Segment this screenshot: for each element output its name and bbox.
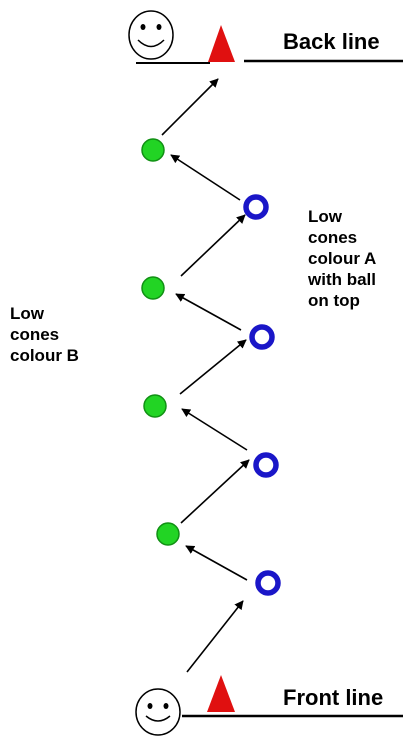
route-arrow: [186, 600, 244, 673]
colour-a-label-line: on top: [308, 291, 360, 310]
route-arrows: [161, 78, 250, 673]
route-arrow: [161, 78, 219, 136]
colour-a-label-line: colour A: [308, 249, 377, 268]
marker-cone-back: [208, 25, 235, 62]
route-arrow: [181, 408, 248, 451]
colour-b-cone: [156, 522, 180, 546]
colour-a-cone: [243, 194, 269, 220]
colour-a-label-line: Low: [308, 207, 342, 226]
route-arrow: [180, 459, 250, 524]
colour-b-label-line: cones: [10, 325, 60, 344]
smiley-face-icon-front: [135, 688, 181, 736]
marker-cone-front: [207, 675, 235, 712]
colour-a-label-line: cones: [308, 228, 358, 247]
colour-b-cone: [141, 276, 165, 300]
colour-b-cone: [141, 138, 165, 162]
front-line-label: Front line: [283, 685, 384, 710]
colour-a-cones: [243, 194, 281, 596]
colour-a-cone: [253, 452, 279, 478]
back-line-label: Back line: [283, 29, 380, 54]
colour-a-cones-label: Low cones colour A with ball on top: [308, 206, 376, 311]
colour-b-cone: [143, 394, 167, 418]
route-arrow: [180, 214, 246, 277]
colour-b-cones: [141, 138, 180, 546]
colour-a-cone: [255, 570, 281, 596]
route-arrow: [185, 545, 248, 581]
colour-b-cones-label: Low cones colour B: [10, 303, 79, 366]
colour-a-cone: [249, 324, 275, 350]
colour-a-label-line: with ball: [308, 270, 376, 289]
route-arrow: [179, 339, 247, 395]
route-arrow: [175, 293, 242, 331]
route-arrow: [170, 154, 241, 201]
colour-b-label-line: colour B: [10, 346, 79, 365]
colour-b-label-line: Low: [10, 304, 44, 323]
smiley-face-icon-back: [128, 10, 174, 60]
